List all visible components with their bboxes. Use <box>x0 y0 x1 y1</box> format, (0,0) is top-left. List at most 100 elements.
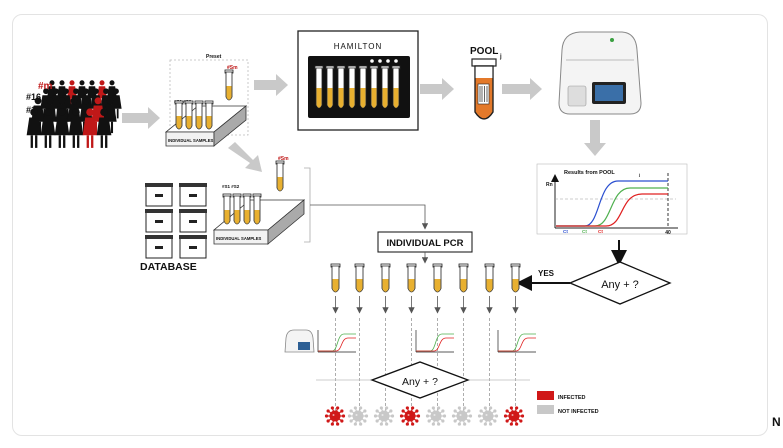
database-label: DATABASE <box>140 261 197 273</box>
hamilton-tube-icon <box>358 65 368 109</box>
person-icon <box>82 108 98 148</box>
diagram-frame <box>12 14 768 436</box>
decision-bottom-label: Any + ? <box>402 376 438 388</box>
database-sample-labels: #S1 #S2 <box>222 184 240 189</box>
results-title-sub: j <box>638 172 640 177</box>
people-label-m: #m <box>38 81 53 92</box>
sample-tube-icon <box>242 193 252 225</box>
hamilton-tube-icon <box>347 65 357 109</box>
mini-chart <box>415 330 454 353</box>
person-icon <box>26 108 42 148</box>
person-icon <box>68 108 84 148</box>
mini-chart <box>497 330 536 353</box>
virus-infected-icon <box>503 406 525 426</box>
preset-rack-label: INDIVIDUAL SAMPLES <box>168 138 213 143</box>
individual-tube-icon <box>432 263 443 293</box>
individual-tubes-row <box>330 263 521 412</box>
individual-tube-icon <box>458 263 469 293</box>
database-cabinets-icon: DATABASE <box>140 183 207 273</box>
database-tube-top-label: #Sm <box>278 156 289 162</box>
hamilton-tube-icon <box>369 65 379 109</box>
sample-tube-icon <box>194 100 204 130</box>
arrow-thermocycler-to-results <box>584 120 606 156</box>
sample-tube-icon <box>222 193 232 225</box>
people-label-1: #1 <box>26 105 36 115</box>
pool-label: POOL <box>470 46 498 57</box>
virus-row <box>324 406 525 426</box>
mini-charts <box>317 330 536 353</box>
database-rack-label: INDIVIDUAL SAMPLES <box>216 236 261 241</box>
hamilton-tube-icon <box>380 65 390 109</box>
people-label-16: #16 <box>26 92 41 102</box>
sample-tube-icon <box>184 100 194 130</box>
arrow-hamilton-to-pool <box>420 78 454 100</box>
results-ct-red: Ct <box>598 229 603 234</box>
virus-infected-icon <box>399 406 421 426</box>
virus-infected-icon <box>324 406 346 426</box>
results-x-end: 40 <box>665 230 671 236</box>
individual-tube-icon <box>510 263 521 293</box>
decision-top-label: Any + ? <box>601 279 639 291</box>
sample-tube-icon <box>174 100 184 130</box>
arrow-preset-to-hamilton <box>254 74 288 96</box>
cabinet-drawer-icon <box>179 209 207 233</box>
virus-not-infected-icon <box>477 406 499 426</box>
database-bracket <box>304 167 429 243</box>
legend-not-infected-label: NOT INFECTED <box>558 409 599 415</box>
pool-tube-icon: POOL j <box>470 46 502 120</box>
decision-top-yes: YES <box>538 269 555 278</box>
virus-not-infected-icon <box>425 406 447 426</box>
cabinet-drawer-icon <box>145 209 173 233</box>
sample-tube-m-icon <box>275 160 285 192</box>
person-icon <box>54 108 70 148</box>
preset-rack: Preset INDIVIDUAL SAMPLES #S1 #S2 #Sm <box>164 54 249 147</box>
individual-tube-icon <box>380 263 391 293</box>
legend-infected-swatch <box>537 391 554 400</box>
results-ct-green: Ct <box>582 229 587 234</box>
individual-tube-icon <box>484 263 495 293</box>
flow-arrows <box>122 74 606 172</box>
legend: INFECTED NOT INFECTED <box>537 391 599 415</box>
sample-tube-m-icon <box>224 69 234 101</box>
virus-not-infected-icon <box>347 406 369 426</box>
results-ct-blue: Ct <box>563 229 568 234</box>
virus-not-infected-icon <box>451 406 473 426</box>
sample-tube-icon <box>204 100 214 130</box>
hamilton-status-dots <box>370 59 398 63</box>
cabinet-drawer-icon <box>179 183 207 207</box>
legend-not-infected-swatch <box>537 405 554 414</box>
decision-bottom: Any + ? <box>316 361 530 399</box>
arrow-preset-to-database <box>228 142 262 172</box>
individual-tube-icon <box>406 263 417 293</box>
thermocycler-icon <box>558 31 642 115</box>
decision-top: Any + ? YES <box>516 261 672 305</box>
cabinet-drawer-icon <box>179 235 207 259</box>
small-thermocycler-icon <box>284 329 315 353</box>
arrow-crowd-to-preset <box>122 107 160 129</box>
mini-chart <box>317 330 356 353</box>
sample-tube-icon <box>252 193 262 225</box>
cabinet-drawer-icon <box>145 183 173 207</box>
results-curve-red <box>556 193 668 227</box>
hamilton-label: HAMILTON <box>334 42 383 51</box>
results-y-label: Rn <box>546 182 553 188</box>
individual-pcr-label: INDIVIDUAL PCR <box>387 238 464 249</box>
hamilton-tube-icon <box>314 65 324 109</box>
hamilton-tube-icon <box>325 65 335 109</box>
legend-infected-label: INFECTED <box>558 395 586 401</box>
hamilton-tube-icon <box>391 65 401 109</box>
pool-subscript: j <box>499 54 502 60</box>
results-title: Results from POOL <box>564 170 615 176</box>
people-crowd-icon: #m #16 #1 <box>26 80 122 148</box>
individual-tube-icon <box>354 263 365 293</box>
virus-not-infected-icon <box>373 406 395 426</box>
hamilton-robot: HAMILTON <box>297 30 419 131</box>
arrow-pool-to-thermocycler <box>502 78 542 100</box>
hamilton-tube-icon <box>336 65 346 109</box>
corner-letter: N <box>772 415 781 429</box>
database-rack: INDIVIDUAL SAMPLES #S1 #S2 #Sm <box>212 156 306 245</box>
preset-tube-top-label: #Sm <box>227 65 238 71</box>
preset-title: Preset <box>206 54 222 60</box>
individual-tube-icon <box>330 263 341 293</box>
person-icon <box>96 108 112 148</box>
